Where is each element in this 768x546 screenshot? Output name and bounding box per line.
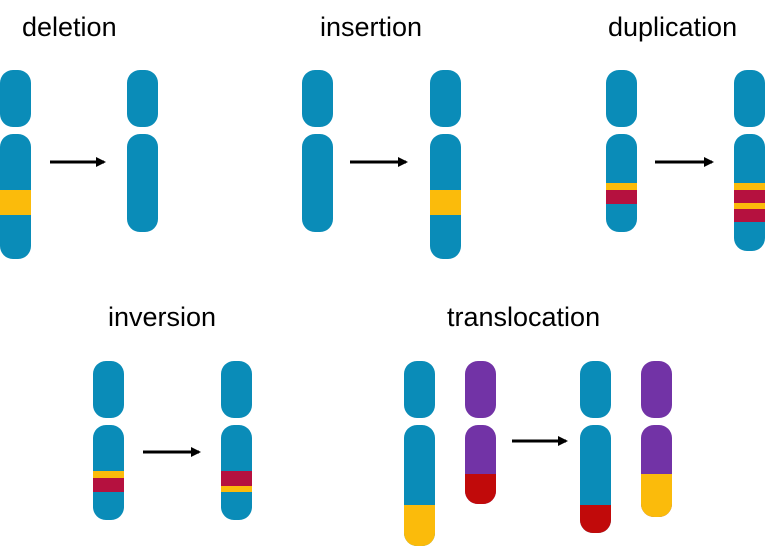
duplication-after-chromosome-band-3: [734, 203, 765, 209]
inversion-after-chromosome-band-1: [221, 471, 252, 486]
inversion-before-chromosome-band-2: [93, 478, 124, 492]
translocation-before-chromosome-2-arm-1: [465, 361, 496, 418]
duplication-after-chromosome: [734, 70, 765, 251]
duplication-before-chromosome: [606, 70, 637, 232]
translocation-after-chromosome-1-band-1: [580, 505, 611, 533]
translocation-label: translocation: [447, 302, 601, 332]
inversion-after-chromosome-arm-1: [221, 361, 252, 418]
insertion-after-chromosome-arm-1: [430, 70, 461, 127]
deletion-after-chromosome: [127, 70, 158, 232]
inversion-label: inversion: [108, 302, 217, 332]
translocation-after-chromosome-2: [641, 361, 672, 517]
duplication-before-chromosome-arm-1: [606, 70, 637, 127]
insertion-before-chromosome: [302, 70, 333, 232]
insertion-label: insertion: [320, 12, 423, 42]
translocation-after-chromosome-1: [580, 361, 611, 533]
inversion-before-chromosome-arm-1: [93, 361, 124, 418]
inversion-before-chromosome-band-1: [93, 471, 124, 478]
duplication-after-chromosome-band-4: [734, 209, 765, 222]
translocation-before-chromosome-1: [404, 361, 435, 546]
deletion-after-chromosome-arm-1: [127, 70, 158, 127]
deletion-before-chromosome-band-1: [0, 190, 31, 215]
inversion-after-chromosome: [221, 361, 252, 520]
duplication-after-chromosome-band-1: [734, 183, 765, 190]
insertion-before-chromosome-arm-1: [302, 70, 333, 127]
translocation-after-chromosome-2-band-1: [641, 474, 672, 517]
deletion-before-chromosome-arm-1: [0, 70, 31, 127]
deletion-label: deletion: [22, 12, 117, 42]
insertion-after-chromosome-band-1: [430, 190, 461, 215]
insertion-before-chromosome-arm-2: [302, 134, 333, 232]
translocation-before-chromosome-2: [465, 361, 496, 504]
duplication-after-chromosome-arm-1: [734, 70, 765, 127]
duplication-label: duplication: [608, 12, 738, 42]
translocation-after-chromosome-1-arm-1: [580, 361, 611, 418]
inversion-before-chromosome: [93, 361, 124, 520]
deletion-after-chromosome-arm-2: [127, 134, 158, 232]
inversion-after-chromosome-band-2: [221, 486, 252, 492]
translocation-before-chromosome-1-arm-1: [404, 361, 435, 418]
duplication-before-chromosome-band-2: [606, 190, 637, 204]
translocation-before-chromosome-1-band-1: [404, 505, 435, 546]
insertion-after-chromosome: [430, 70, 461, 259]
deletion-before-chromosome: [0, 70, 31, 259]
duplication-after-chromosome-band-2: [734, 190, 765, 203]
duplication-before-chromosome-band-1: [606, 183, 637, 190]
translocation-after-chromosome-2-arm-1: [641, 361, 672, 418]
translocation-before-chromosome-2-band-1: [465, 474, 496, 504]
